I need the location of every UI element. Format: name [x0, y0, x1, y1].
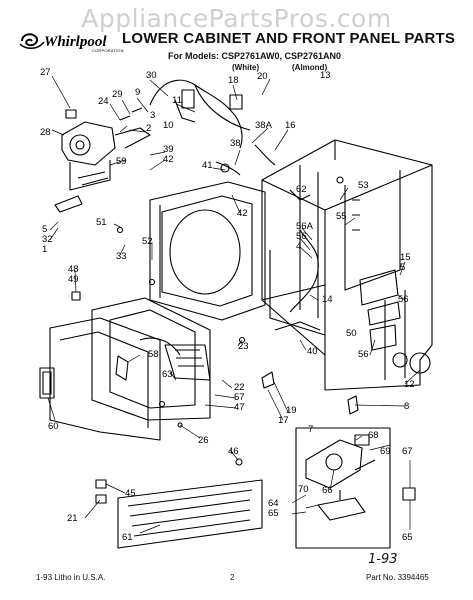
part-number: Part No. 3394465	[366, 573, 429, 582]
callout-label: 65	[268, 508, 279, 519]
brand-name: Whirlpool	[44, 34, 107, 50]
callout-label: 12	[404, 379, 415, 390]
whirlpool-swirl-icon	[19, 33, 45, 49]
callout-label: 20	[257, 71, 268, 82]
callout-numbers: 27 30 9 18 20 13 11 24 29 28 3 2 10 59 3…	[40, 67, 415, 543]
callout-label: 63	[162, 369, 173, 380]
callout-label: 7	[308, 424, 313, 435]
callout-label: 56	[358, 349, 369, 360]
hardware	[71, 163, 416, 504]
callout-label: 46	[228, 446, 239, 457]
callout-label: 32	[42, 234, 53, 245]
callout-label: 13	[320, 70, 331, 81]
toe-panel	[117, 479, 263, 549]
callout-label: 42	[237, 208, 248, 219]
callout-label: 29	[112, 89, 123, 100]
callout-label: 55	[336, 211, 347, 222]
callout-label: 59	[116, 156, 127, 167]
callout-label: 62	[296, 184, 307, 195]
callout-label: 47	[234, 402, 245, 413]
whirlpool-logo: Whirlpool CORPORATION	[18, 30, 124, 53]
callout-label: 3	[150, 110, 155, 121]
callout-label: 15	[400, 252, 411, 263]
callout-label: 67	[402, 446, 413, 457]
page-title: LOWER CABINET AND FRONT PANEL PARTS	[122, 30, 456, 47]
litho-note: 1-93 Litho in U.S.A.	[36, 573, 106, 582]
callout-label: 45	[125, 488, 136, 499]
gas-valve-inset	[295, 427, 391, 549]
callout-label: 61	[122, 532, 133, 543]
callout-label: 50	[346, 328, 357, 339]
front-panel	[149, 181, 266, 321]
callout-label: 8	[404, 401, 409, 412]
callout-label: 49	[68, 274, 79, 285]
callout-label: 22	[234, 382, 245, 393]
callout-label: 56	[398, 294, 409, 305]
callout-label: 21	[67, 513, 78, 524]
handwritten-date: 1-93	[368, 552, 398, 567]
callout-label: 56	[296, 231, 307, 242]
callout-label: 18	[228, 75, 239, 86]
callout-label: 4	[296, 241, 301, 252]
variant-almond: (Almond)	[292, 63, 328, 72]
outer-door-panel	[39, 317, 166, 441]
callout-label: 33	[116, 251, 127, 262]
callout-label: 53	[358, 180, 369, 191]
watermark: AppliancePartsPros.com	[81, 4, 392, 33]
motor-assembly	[54, 107, 151, 213]
callout-label: 27	[40, 67, 51, 78]
callout-label: 48	[68, 264, 79, 275]
callout-label: 5	[400, 262, 405, 273]
callout-label: 65	[402, 532, 413, 543]
callout-label: 69	[380, 446, 391, 457]
callout-label: 51	[96, 217, 107, 228]
callout-label: 56A	[296, 221, 314, 232]
callout-label: 11	[172, 95, 182, 106]
callout-label: 38A	[255, 120, 273, 131]
callout-label: 17	[278, 415, 289, 426]
callout-label: 58	[148, 349, 159, 360]
callout-label: 52	[142, 236, 153, 247]
callout-label: 14	[322, 294, 333, 305]
callout-label: 70	[298, 484, 309, 495]
callout-label: 60	[48, 421, 59, 432]
cabinet-outline	[261, 139, 433, 391]
callout-label: 26	[198, 435, 209, 446]
callout-label: 2	[146, 123, 151, 134]
callout-label: 30	[146, 70, 157, 81]
brand-sub: CORPORATION	[92, 48, 124, 53]
callout-label: 24	[98, 96, 109, 107]
leader-lines	[47, 75, 421, 534]
callout-label: 9	[135, 87, 140, 98]
callout-label: 66	[322, 485, 333, 496]
callout-label: 1	[42, 244, 47, 255]
callout-label: 41	[202, 160, 213, 171]
callout-label: 64	[268, 498, 279, 509]
callout-label: 38	[230, 138, 241, 149]
model-numbers: For Models: CSP2761AW0, CSP2761AN0	[168, 51, 342, 61]
page-number: 2	[230, 573, 235, 582]
callout-label: 28	[40, 127, 51, 138]
callout-label: 10	[163, 120, 174, 131]
variant-white: (White)	[232, 63, 260, 72]
callout-label: 40	[307, 346, 318, 357]
callout-label: 5	[42, 224, 47, 235]
callout-label: 16	[285, 120, 296, 131]
callout-label: 39	[163, 144, 174, 155]
door-assembly	[91, 297, 211, 421]
callout-label: 68	[368, 430, 379, 441]
callout-label: 57	[234, 392, 245, 403]
callout-label: 23	[238, 341, 249, 352]
callout-label: 42	[163, 154, 174, 165]
callout-label: 19	[286, 405, 297, 416]
